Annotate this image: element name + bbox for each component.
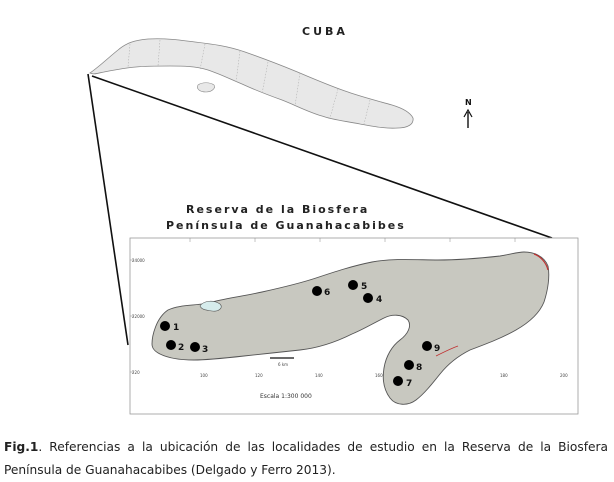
- site-label: 7: [406, 379, 412, 389]
- map-figure: N 24000 22000 220 100 120 140 160 180 20…: [87, 25, 579, 415]
- connector-line-left: [87, 73, 129, 346]
- site-marker: [393, 376, 403, 386]
- connector-line-right: [91, 75, 553, 239]
- isla-juventud: [197, 82, 215, 93]
- site-marker: [160, 321, 170, 331]
- province-borders: [127, 39, 371, 125]
- north-label: N: [465, 98, 472, 107]
- coast-accent: [533, 253, 549, 271]
- site-label: 6: [324, 288, 330, 298]
- tick-label: 120: [255, 373, 263, 378]
- site-marker: [348, 280, 358, 290]
- site-label: 1: [173, 323, 179, 333]
- tick-label: 140: [315, 373, 323, 378]
- site-label: 9: [434, 344, 440, 354]
- site-label: 4: [376, 295, 382, 305]
- tick-label: 160: [375, 373, 383, 378]
- site-label: 2: [178, 343, 184, 353]
- coast-accent: [435, 345, 459, 357]
- site-marker: [363, 293, 373, 303]
- site-marker: [166, 340, 176, 350]
- scale-text: Escala 1:300 000: [260, 393, 312, 400]
- country-label: CUBA: [302, 25, 348, 38]
- site-marker: [404, 360, 414, 370]
- inset-title-line2: Península de Guanahacabibes: [166, 219, 406, 232]
- lagoon: [199, 300, 222, 312]
- site-label: 8: [416, 363, 422, 373]
- tick-label: 100: [200, 373, 208, 378]
- inset-ticks: [130, 238, 516, 373]
- tick-label: 200: [560, 373, 568, 378]
- tick-label: 220: [132, 370, 140, 375]
- cuba-map: [89, 38, 414, 129]
- site-marker: [190, 342, 200, 352]
- site-label: 3: [202, 345, 208, 355]
- figure-label: Fig.1: [4, 440, 39, 454]
- tick-label: 22000: [132, 314, 145, 319]
- peninsula-landmass: [151, 251, 550, 405]
- tick-label: 24000: [132, 258, 145, 263]
- study-sites: 1 2 3 4 5 6 7 8 9: [160, 280, 440, 389]
- scalebar-label: 6 km: [278, 362, 288, 367]
- site-marker: [422, 341, 432, 351]
- north-arrow-icon: N: [463, 98, 473, 128]
- caption-text: . Referencias a la ubicación de las loca…: [4, 440, 608, 477]
- inset-title-line1: Reserva de la Biosfera: [186, 203, 370, 216]
- figure-caption: Fig.1. Referencias a la ubicación de las…: [4, 436, 608, 482]
- site-marker: [312, 286, 322, 296]
- tick-label: 180: [500, 373, 508, 378]
- site-label: 5: [361, 282, 367, 292]
